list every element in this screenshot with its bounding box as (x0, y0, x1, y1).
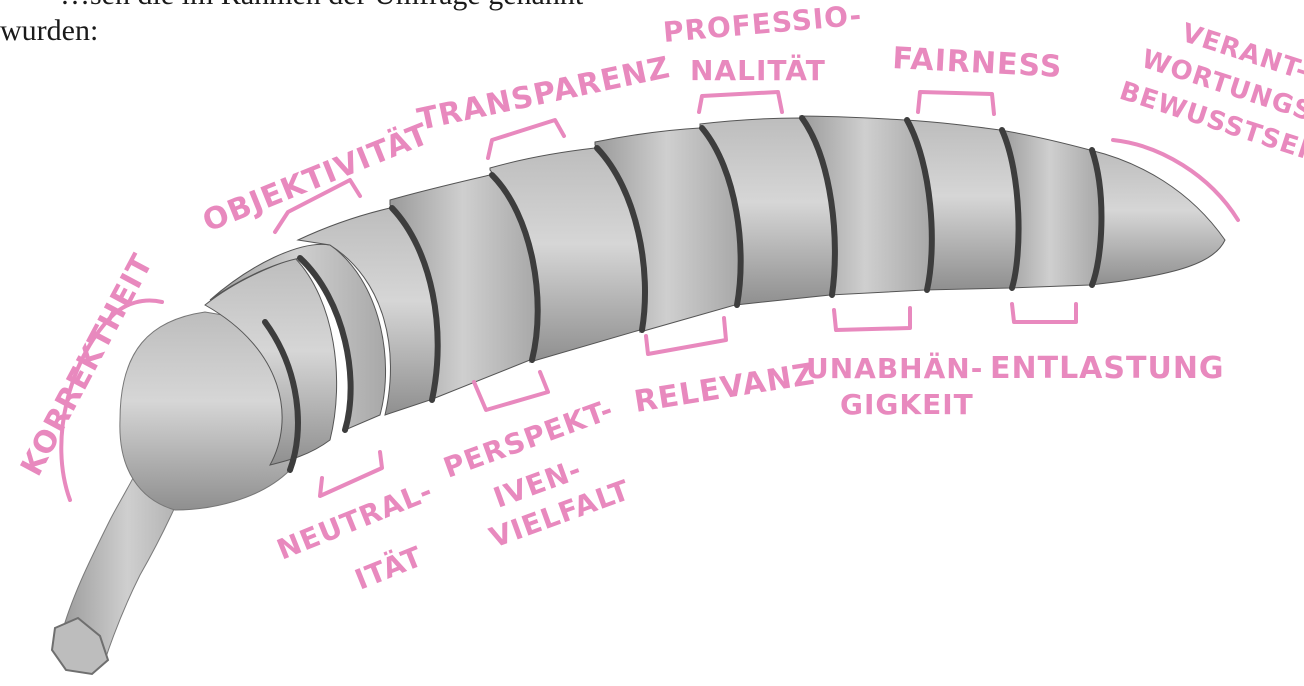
label-unabhaengigkeit-2: GIGKEIT (840, 388, 974, 421)
label-entlastung: ENTLASTUNG (990, 351, 1225, 386)
label-neutralitaet-2: ITÄT (350, 539, 428, 597)
label-fairness: FAIRNESS (892, 41, 1064, 85)
bracket-fairness (918, 92, 994, 114)
label-professionalitaet-1: PROFESSIO- (662, 0, 864, 49)
bracket-unabhaengigkeit (834, 308, 910, 330)
bracket-entlastung (1012, 304, 1076, 322)
bracket-neutralitaet (320, 452, 382, 496)
label-relevanz: RELEVANZ (632, 357, 818, 420)
label-unabhaengigkeit-1: UNABHÄN- (806, 351, 983, 385)
bracket-transparenz (488, 120, 564, 158)
bracket-professionalitaet (699, 92, 782, 112)
label-professionalitaet-2: NALITÄT (690, 53, 826, 87)
